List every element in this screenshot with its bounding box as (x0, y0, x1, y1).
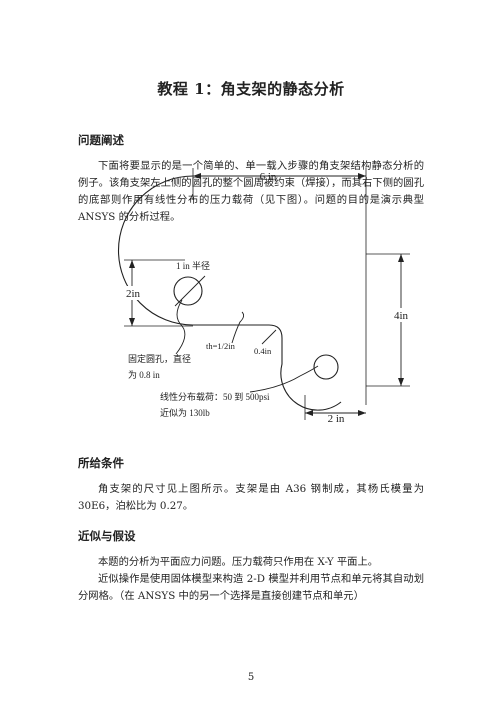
arrow-bottom-right (358, 410, 366, 416)
arrow-left-top (129, 260, 135, 268)
paragraph-problem: 下面将要显示的是一个简单的、单一载入步骤的角支架结构静态分析的例子。该角支架左上… (78, 160, 424, 223)
heading-given: 所给条件 (78, 456, 124, 470)
thickness-label: th=1/2in (206, 341, 236, 351)
heading-problem: 问题阐述 (78, 133, 124, 147)
load-label-1: 线性分布载荷：50 到 500psi (160, 391, 270, 402)
fixed-hole-leader (175, 299, 186, 355)
radius-leader (174, 275, 206, 307)
bracket-outline (193, 176, 341, 405)
dim-width-label: 6 in (260, 171, 277, 183)
arrow-top-left (193, 173, 201, 179)
paragraph-approx-2: 近似操作是使用固体模型来构造 2-D 模型并利用节点和单元将其自动划分网格。（在… (78, 573, 424, 602)
fixed-hole-label-2: 为 0.8 in (128, 369, 160, 380)
fixed-hole-label-1: 固定圆孔，直径 (128, 353, 191, 364)
fixed-hole (173, 276, 203, 306)
load-label-2: 近似为 130lb (160, 407, 210, 418)
arrow-left-bottom (129, 318, 135, 326)
dim-right-height-label: 4in (394, 310, 409, 322)
dim-bottom-label: 2 in (328, 413, 345, 425)
paragraph-given: 角支架的尺寸见上图所示。支架是由 A36 钢制成，其杨氏模量为 30E6，泊松比… (78, 483, 424, 512)
loaded-hole (313, 354, 339, 380)
fillet-label: 0.4in (254, 346, 272, 356)
dim-left-height-label: 2in (126, 288, 141, 300)
fillet-leader (261, 329, 277, 345)
arrow-right-top (398, 254, 404, 262)
bracket-contour (118, 175, 342, 411)
paragraph-approx-1: 本题的分析为平面应力问题。压力载荷只作用在 X-Y 平面上。 (98, 556, 379, 568)
page-number: 5 (247, 672, 255, 683)
arrow-right-bottom (398, 378, 404, 386)
radius-label: 1 in 半径 (176, 260, 210, 271)
heading-approx: 近似与假设 (78, 529, 136, 543)
arrow-bottom-left (305, 410, 313, 416)
page-title: 教程 1：角支架的静态分析 (157, 80, 345, 98)
arrow-top-right (358, 173, 366, 179)
thickness-leader (231, 311, 245, 344)
load-leader (249, 365, 319, 393)
